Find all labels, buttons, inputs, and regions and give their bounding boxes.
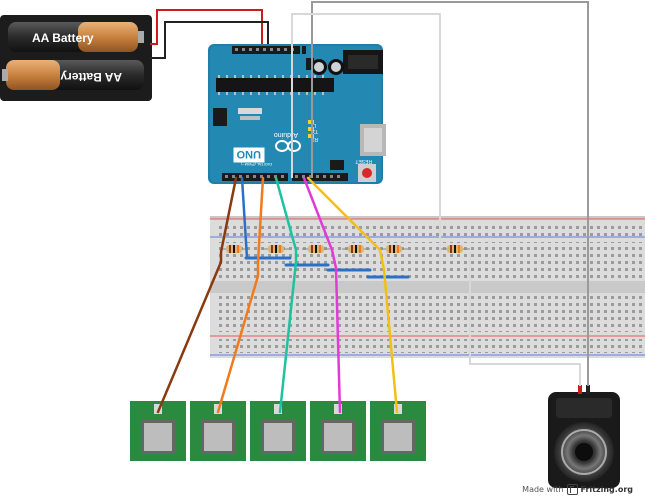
- watermark-prefix: Made with: [522, 485, 564, 494]
- atmega-chip: [216, 78, 334, 92]
- reset-label: RESET: [355, 158, 372, 164]
- rx-label: RX: [310, 136, 318, 142]
- wire-yellow: [306, 176, 399, 414]
- battery-wires: [150, 9, 269, 59]
- wire-white-2: [469, 252, 581, 386]
- wire-brown: [156, 176, 238, 414]
- resistor-2: [262, 245, 290, 253]
- infinity-logo: [275, 140, 301, 152]
- battery-cell-1-label: AA Battery: [32, 31, 94, 45]
- fsr-sensor-4: [310, 401, 366, 461]
- wire-magenta: [302, 176, 342, 414]
- battery-cell-2: AA Battery: [2, 60, 144, 90]
- icsp-header: [213, 108, 227, 126]
- resistor-1: [220, 245, 248, 253]
- speaker: [548, 385, 620, 488]
- fritzing-logo-icon: [566, 484, 578, 495]
- power-wires: [291, 1, 589, 386]
- arduino-uno-board: Arduino UNO TX RX L RESET: [208, 44, 386, 184]
- watermark-brand: Fritzing.org: [580, 485, 634, 494]
- digital-label: DIGITAL (PWM~): [240, 162, 272, 167]
- fritzing-watermark: Made with Fritzing.org: [522, 484, 633, 495]
- arduino-brand-text: Arduino: [274, 131, 298, 138]
- resistor-4: [342, 245, 370, 253]
- wire-gray-speaker: [311, 1, 589, 386]
- reset-button[interactable]: [358, 164, 376, 182]
- wire-white-1: [291, 13, 441, 264]
- wire-teal: [274, 176, 298, 414]
- fsr-sensor-3: [250, 401, 306, 461]
- wire-orange: [216, 176, 265, 414]
- uno-label: UNO: [236, 148, 261, 160]
- resistor-3: [302, 245, 330, 253]
- signal-wires: [156, 176, 399, 414]
- resistor-6: [440, 245, 470, 253]
- l-label: L: [313, 122, 316, 128]
- digital-header-2: [292, 173, 348, 181]
- breadboard: [210, 216, 645, 358]
- battery-negative-wire: [150, 21, 269, 59]
- battery-pack: AA Battery AA Battery: [0, 15, 152, 101]
- wire-blue: [240, 176, 249, 260]
- tx-label: TX: [311, 128, 318, 134]
- fsr-sensor-1: [130, 401, 186, 461]
- resistor-5: [380, 245, 408, 253]
- resistors: [220, 245, 470, 253]
- arduino-logo: Arduino: [274, 131, 298, 138]
- battery-cell-2-label: AA Battery: [60, 70, 122, 84]
- battery-positive-wire: [150, 9, 263, 52]
- battery-cell-1: AA Battery: [8, 22, 144, 52]
- uno-logo: UNO: [233, 147, 265, 163]
